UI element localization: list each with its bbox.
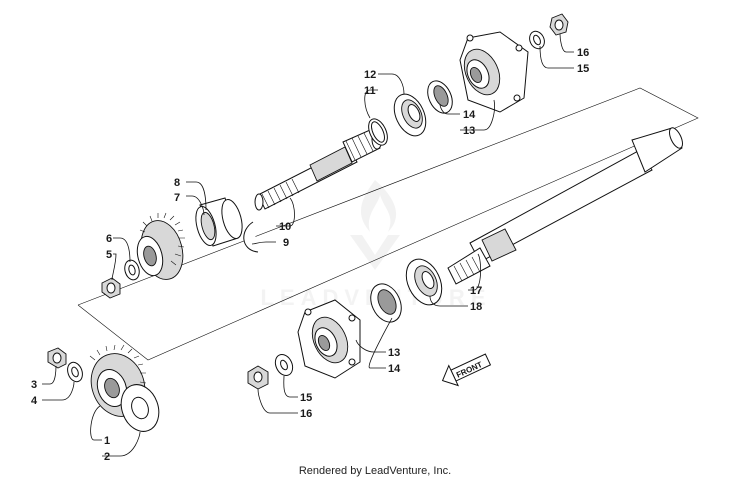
callout-15-top: 15 (577, 63, 589, 75)
output-shaft (254, 128, 383, 211)
axle-frame (77, 87, 699, 361)
callout-7: 7 (174, 192, 180, 204)
callout-6: 6 (106, 233, 112, 245)
large-washer (120, 384, 160, 432)
bevel-gear (136, 212, 185, 280)
axle-shaft (447, 127, 683, 285)
callout-16-top: 16 (577, 47, 589, 59)
retaining-clip (243, 221, 259, 253)
hub-top (459, 31, 529, 113)
callout-10: 10 (279, 221, 291, 233)
rendered-by-footer: Rendered by LeadVenture, Inc. (298, 465, 452, 477)
callout-9: 9 (283, 237, 289, 249)
bearing-18 (405, 258, 443, 306)
front-arrow: FRONT (441, 353, 492, 387)
callout-18: 18 (470, 301, 482, 313)
hub-bottom (297, 299, 361, 379)
callout-13-top: 13 (463, 125, 475, 137)
callout-3: 3 (31, 379, 37, 391)
callout-13-bottom: 13 (388, 347, 400, 359)
callout-11: 11 (364, 85, 376, 97)
oil-seal-bottom (370, 283, 402, 323)
callout-16-bottom: 16 (300, 408, 312, 420)
callout-5: 5 (106, 249, 112, 261)
callout-14-bottom: 14 (388, 363, 401, 375)
callout-1: 1 (104, 435, 110, 447)
leader-lines (42, 33, 574, 457)
callout-12: 12 (364, 69, 376, 81)
callout-labels: 8 7 6 5 10 9 12 11 14 13 16 15 17 18 13 … (31, 47, 589, 463)
callout-15-bottom: 15 (300, 392, 312, 404)
callout-4: 4 (31, 395, 38, 407)
callout-17: 17 (470, 285, 482, 297)
callout-14-top: 14 (463, 109, 476, 121)
callout-8: 8 (174, 177, 180, 189)
bearing-12 (393, 93, 427, 137)
oil-seal-top (427, 80, 453, 114)
callout-2: 2 (104, 451, 110, 463)
coupler (195, 197, 243, 247)
